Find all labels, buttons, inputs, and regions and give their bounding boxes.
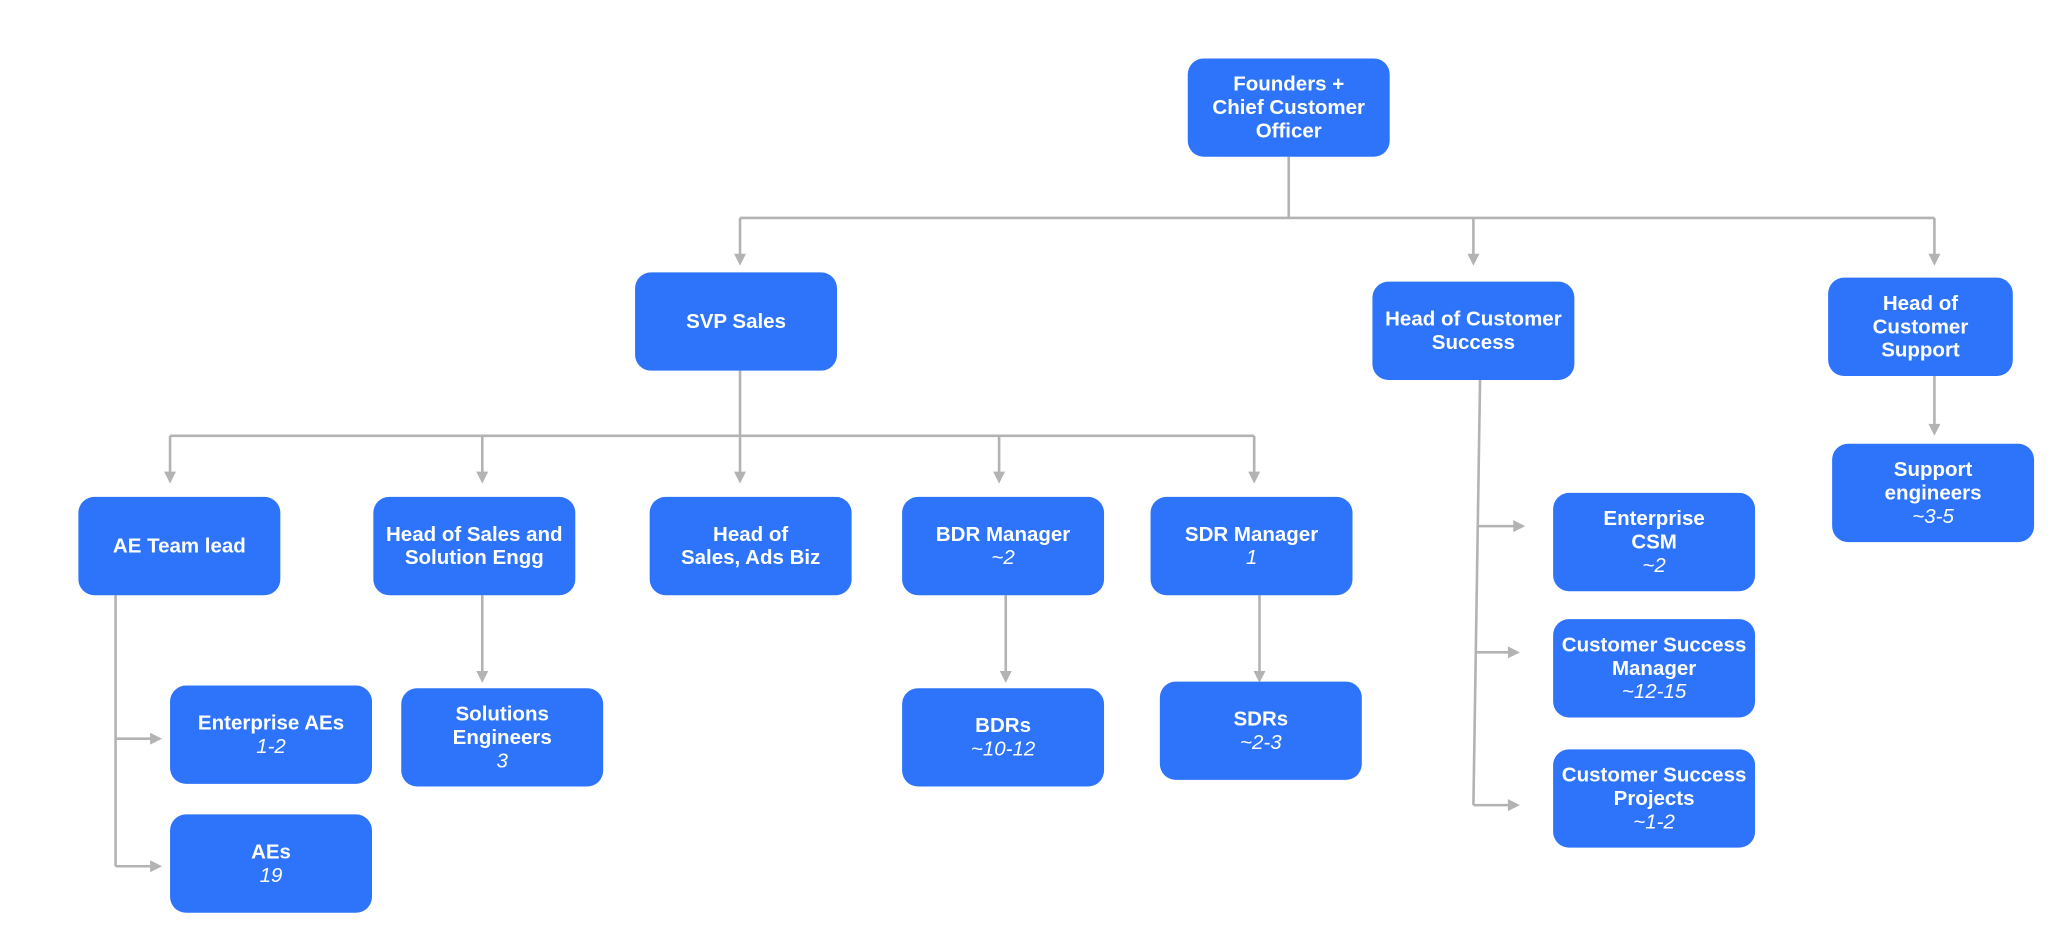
arrowhead-icon bbox=[999, 670, 1012, 683]
node-title-line: AEs bbox=[251, 840, 291, 863]
node-headcount: 3 bbox=[497, 749, 509, 772]
node-box bbox=[1553, 619, 1756, 718]
node-ae-lead: AE Team lead bbox=[78, 496, 281, 596]
node-headcount: ~1-2 bbox=[1633, 810, 1675, 833]
node-title-line: Enterprise bbox=[1603, 507, 1704, 530]
node-box bbox=[1553, 749, 1756, 848]
node-title-line: Customer bbox=[1873, 315, 1969, 338]
node-box bbox=[1832, 443, 2035, 543]
node-title-line: Support bbox=[1881, 339, 1960, 362]
node-title-line: Projects bbox=[1614, 787, 1695, 810]
node-headcount: 19 bbox=[260, 864, 283, 887]
node-bdrs: BDRs~10-12 bbox=[902, 688, 1105, 787]
arrowhead-icon bbox=[1467, 253, 1480, 266]
node-headcount: ~2 bbox=[1642, 554, 1666, 577]
node-title-line: Customer Success bbox=[1562, 633, 1747, 656]
node-box bbox=[1372, 281, 1575, 380]
node-box bbox=[902, 496, 1105, 596]
node-bdr-manager: BDR Manager~2 bbox=[902, 496, 1105, 596]
node-title-line: Officer bbox=[1256, 119, 1322, 142]
node-title-line: Head of Sales and bbox=[386, 523, 563, 546]
arrowhead-icon bbox=[734, 253, 747, 266]
node-headcount: ~2 bbox=[991, 546, 1015, 569]
node-title-line: BDR Manager bbox=[936, 523, 1070, 546]
arrowhead-icon bbox=[1507, 646, 1520, 659]
node-title-line: Engineers bbox=[453, 726, 552, 749]
arrowhead-icon bbox=[476, 471, 489, 484]
node-box bbox=[1150, 496, 1353, 596]
arrowhead-icon bbox=[1928, 253, 1941, 266]
node-headcount: ~2-3 bbox=[1240, 731, 1282, 754]
node-title-line: Manager bbox=[1612, 657, 1696, 680]
node-title-line: SDRs bbox=[1233, 708, 1288, 731]
connectors bbox=[114, 156, 1941, 873]
node-box bbox=[1553, 492, 1756, 592]
node-box bbox=[1828, 277, 2013, 376]
node-box bbox=[170, 814, 373, 913]
node-title-line: Chief Customer bbox=[1212, 96, 1365, 119]
node-headcount: ~3-5 bbox=[1912, 505, 1954, 528]
node-box bbox=[170, 685, 373, 784]
node-svp-sales: SVP Sales bbox=[635, 272, 838, 371]
arrowhead-icon bbox=[476, 670, 489, 683]
node-box bbox=[649, 496, 852, 596]
node-title-line: Head of Customer bbox=[1385, 308, 1562, 331]
arrowhead-icon bbox=[1248, 471, 1261, 484]
node-title-line: Head of bbox=[713, 523, 788, 546]
node-title-line: Solution Engg bbox=[405, 546, 544, 569]
node-title-line: Support bbox=[1894, 458, 1973, 481]
node-box bbox=[78, 496, 281, 596]
node-sdrs: SDRs~2-3 bbox=[1159, 681, 1362, 780]
arrowhead-icon bbox=[1507, 799, 1520, 812]
arrowhead-icon bbox=[150, 732, 163, 745]
arrowhead-icon bbox=[1253, 670, 1266, 683]
node-title-line: SVP Sales bbox=[686, 310, 786, 333]
arrowhead-icon bbox=[164, 471, 177, 484]
node-box bbox=[635, 272, 838, 371]
arrowhead-icon bbox=[150, 860, 163, 873]
node-headcount: ~12-15 bbox=[1622, 680, 1687, 703]
arrowhead-icon bbox=[993, 471, 1006, 484]
connector-line bbox=[1472, 379, 1482, 806]
node-title-line: Solutions bbox=[456, 702, 549, 725]
node-title-line: Success bbox=[1432, 331, 1515, 354]
node-box bbox=[1159, 681, 1362, 780]
arrowhead-icon bbox=[1928, 423, 1941, 436]
node-headcount: 1 bbox=[1246, 546, 1257, 569]
arrowhead-icon bbox=[734, 471, 747, 484]
node-headcount: 1-2 bbox=[256, 735, 286, 758]
node-title-line: CSM bbox=[1631, 531, 1677, 554]
node-box bbox=[401, 688, 604, 787]
node-title-line: SDR Manager bbox=[1185, 523, 1318, 546]
node-title-line: AE Team lead bbox=[113, 535, 246, 558]
node-title-line: Customer Success bbox=[1562, 764, 1747, 787]
node-title-line: Founders + bbox=[1233, 73, 1344, 96]
node-title-line: Sales, Ads Biz bbox=[681, 546, 820, 569]
node-box bbox=[902, 688, 1105, 787]
node-title-line: BDRs bbox=[975, 714, 1031, 737]
node-box bbox=[373, 496, 576, 596]
node-headcount: ~10-12 bbox=[971, 738, 1036, 761]
node-title-line: Enterprise AEs bbox=[198, 712, 344, 735]
arrowhead-icon bbox=[1513, 520, 1526, 533]
node-title-line: Head of bbox=[1883, 292, 1958, 315]
node-title-line: engineers bbox=[1885, 481, 1982, 504]
node-box bbox=[1187, 58, 1390, 157]
